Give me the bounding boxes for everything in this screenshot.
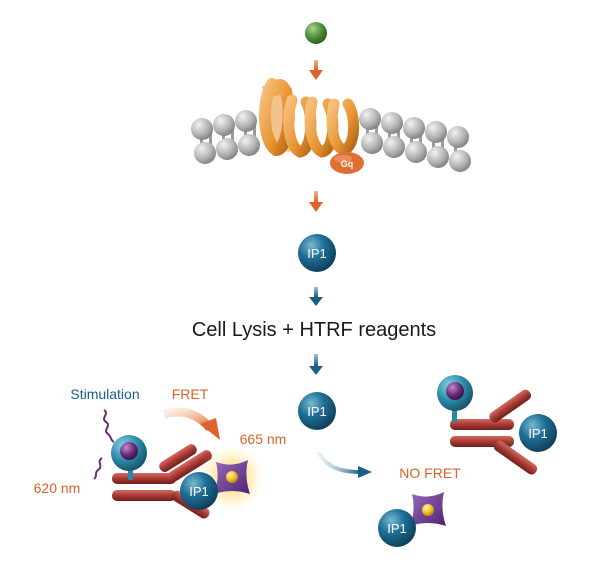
- ip1-bound-left: IP1: [180, 472, 218, 510]
- competition-arrow: [316, 450, 372, 478]
- donor-cryptate-right: [437, 375, 473, 422]
- ligand-ball: [305, 22, 327, 44]
- donor-cryptate-left: [111, 435, 147, 480]
- ip1-label: IP1: [307, 246, 327, 261]
- gpcr-receptor: [258, 78, 359, 158]
- cell-lysis-label: Cell Lysis + HTRF reagents: [192, 319, 436, 341]
- no-fret-label: NO FRET: [399, 465, 461, 481]
- down-arrow-blue-1: [309, 287, 323, 306]
- ip1-bound-right: IP1: [519, 414, 557, 452]
- ip1-label: IP1: [307, 404, 327, 419]
- excitation-wave-icon: [103, 409, 115, 443]
- fret-label: FRET: [172, 386, 209, 402]
- ip1-label: IP1: [387, 521, 407, 536]
- ip1-label: IP1: [528, 426, 548, 441]
- acceptor-free: [410, 492, 446, 526]
- antibody-right: [450, 389, 538, 475]
- cell-membrane: [191, 108, 471, 172]
- ip1-free-bottom: IP1: [378, 509, 416, 547]
- gq-protein: Gq: [330, 152, 364, 174]
- down-arrow-orange-2: [309, 191, 323, 212]
- ip1-ball-top: IP1: [298, 234, 336, 272]
- ip1-ball-middle: IP1: [298, 392, 336, 430]
- emission-665-label: 665 nm: [240, 431, 287, 447]
- stimulation-label: Stimulation: [70, 386, 139, 402]
- fret-arrow: [162, 407, 220, 440]
- down-arrow-blue-2: [309, 354, 323, 375]
- gq-label: Gq: [341, 159, 354, 169]
- emission-wave-icon: [93, 457, 103, 480]
- emission-620-label: 620 nm: [34, 480, 81, 496]
- down-arrow-orange-1: [309, 60, 323, 80]
- ip1-label: IP1: [189, 484, 209, 499]
